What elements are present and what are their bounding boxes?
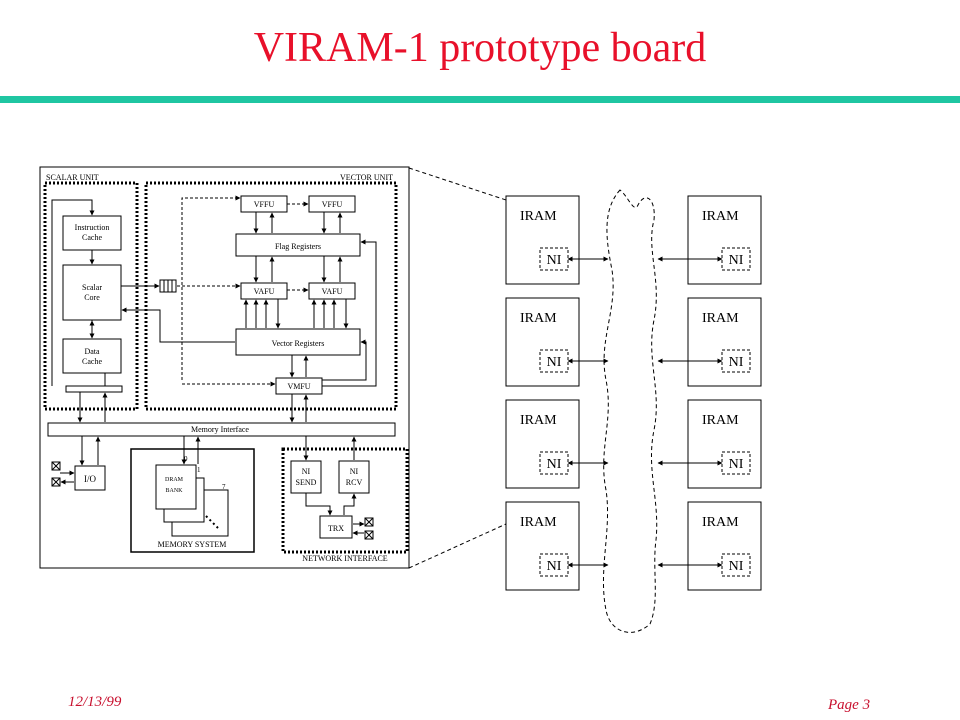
- footer-date: 12/13/99: [68, 694, 122, 710]
- scalar-unit-region: [43, 181, 139, 411]
- board-nodes: IRAM NI IRAM NI IRAM NI IRAM NI IRAM NI IRAM NI IRAM…: [505, 195, 762, 591]
- network-interface-label: NETWORK INTERFACE: [302, 554, 388, 563]
- ni-rcv-box: [338, 460, 370, 494]
- scalar-core-label: Scalar: [82, 283, 102, 292]
- ni-label: NI: [729, 253, 744, 268]
- zoom-connector: [408, 167, 507, 569]
- vffu-label-1: VFFU: [254, 200, 275, 209]
- bank-index-second: 1: [197, 466, 201, 474]
- ni-box: [539, 451, 569, 475]
- iram-node-label: IRAM: [702, 515, 739, 530]
- memory-system-box: [130, 448, 255, 553]
- vmfu-label: VMFU: [287, 382, 310, 391]
- ni-box: [539, 349, 569, 373]
- ni-box: [539, 553, 569, 577]
- ni-rcv-label-2: RCV: [346, 478, 363, 487]
- vafu-label-2: VAFU: [322, 287, 343, 296]
- io-label: I/O: [84, 474, 96, 484]
- ni-label: NI: [547, 559, 562, 574]
- vafu-box-2: [308, 282, 356, 300]
- data-cache-box: [62, 338, 122, 374]
- ni-send-label: NI: [302, 467, 311, 476]
- trx-port-icon-1: [364, 517, 374, 527]
- footer-page: Page 3: [828, 697, 871, 713]
- memory-system-label: MEMORY SYSTEM: [158, 540, 227, 549]
- vafu-label-1: VAFU: [254, 287, 275, 296]
- ni-box: [721, 349, 751, 373]
- dram-bank-label: DRAM: [165, 477, 184, 483]
- flag-registers-label: Flag Registers: [275, 242, 321, 251]
- iram-node-label: IRAM: [520, 413, 557, 428]
- iram-node-label: IRAM: [520, 515, 557, 530]
- ni-label: NI: [547, 355, 562, 370]
- vafu-box-1: [240, 282, 288, 300]
- iram-node-label: IRAM: [702, 311, 739, 326]
- ni-send-box: [290, 460, 322, 494]
- iram-node-label: IRAM: [702, 209, 739, 224]
- instruction-cache-label: Instruction: [75, 223, 110, 232]
- ni-box: [721, 451, 751, 475]
- bank-index-first: 0: [184, 455, 188, 463]
- ni-label: NI: [729, 355, 744, 370]
- scalar-unit-label: SCALAR UNIT: [46, 173, 99, 182]
- title-rule: [0, 96, 960, 103]
- ni-label: NI: [547, 457, 562, 472]
- scalar-core-label-2: Core: [84, 293, 100, 302]
- ni-label: NI: [547, 253, 562, 268]
- ni-box: [539, 247, 569, 271]
- trx-label: TRX: [328, 524, 344, 533]
- vector-registers-label: Vector Registers: [272, 339, 325, 348]
- data-cache-label-2: Cache: [82, 357, 102, 366]
- ni-rcv-label: NI: [350, 467, 359, 476]
- ni-label: NI: [729, 559, 744, 574]
- slide-title: VIRAM-1 prototype board: [253, 25, 707, 71]
- vector-unit-label: VECTOR UNIT: [340, 173, 393, 182]
- network-cloud: [602, 189, 658, 633]
- vector-unit-region: [144, 181, 398, 411]
- iram-node-label: IRAM: [702, 413, 739, 428]
- dram-bank-box: [155, 464, 197, 510]
- memory-interface-bar: [47, 422, 396, 437]
- io-port-icon-2: [51, 477, 61, 487]
- iram-node-label: IRAM: [520, 311, 557, 326]
- io-port-icon-1: [51, 461, 61, 471]
- scalar-bus-bar: [65, 385, 123, 393]
- trx-port-icon-2: [364, 530, 374, 540]
- memory-interface-label: Memory Interface: [191, 425, 249, 434]
- ni-box: [721, 247, 751, 271]
- flag-registers-box: [235, 233, 361, 257]
- vffu-label-2: VFFU: [322, 200, 343, 209]
- scalar-core-box: [62, 264, 122, 321]
- vffu-box-2: [308, 195, 356, 213]
- ni-send-label-2: SEND: [296, 478, 317, 487]
- io-box: [74, 465, 106, 491]
- network-interface-region: [281, 447, 409, 554]
- chip-block-diagram: SCALAR UNIT Instruction Cache Scalar Cor…: [39, 166, 410, 569]
- svg-text:Cache: Cache: [82, 233, 102, 242]
- iram-node-label: IRAM: [520, 209, 557, 224]
- ni-label: NI: [729, 457, 744, 472]
- instruction-cache-label-2: Cache: [82, 233, 102, 242]
- bank-index-last: 7: [222, 483, 226, 491]
- dram-bank-label-2: BANK: [165, 488, 183, 494]
- ni-box: [721, 553, 751, 577]
- trx-box: [319, 515, 353, 539]
- data-cache-label: Data: [84, 347, 100, 356]
- vector-registers-box: [235, 328, 361, 356]
